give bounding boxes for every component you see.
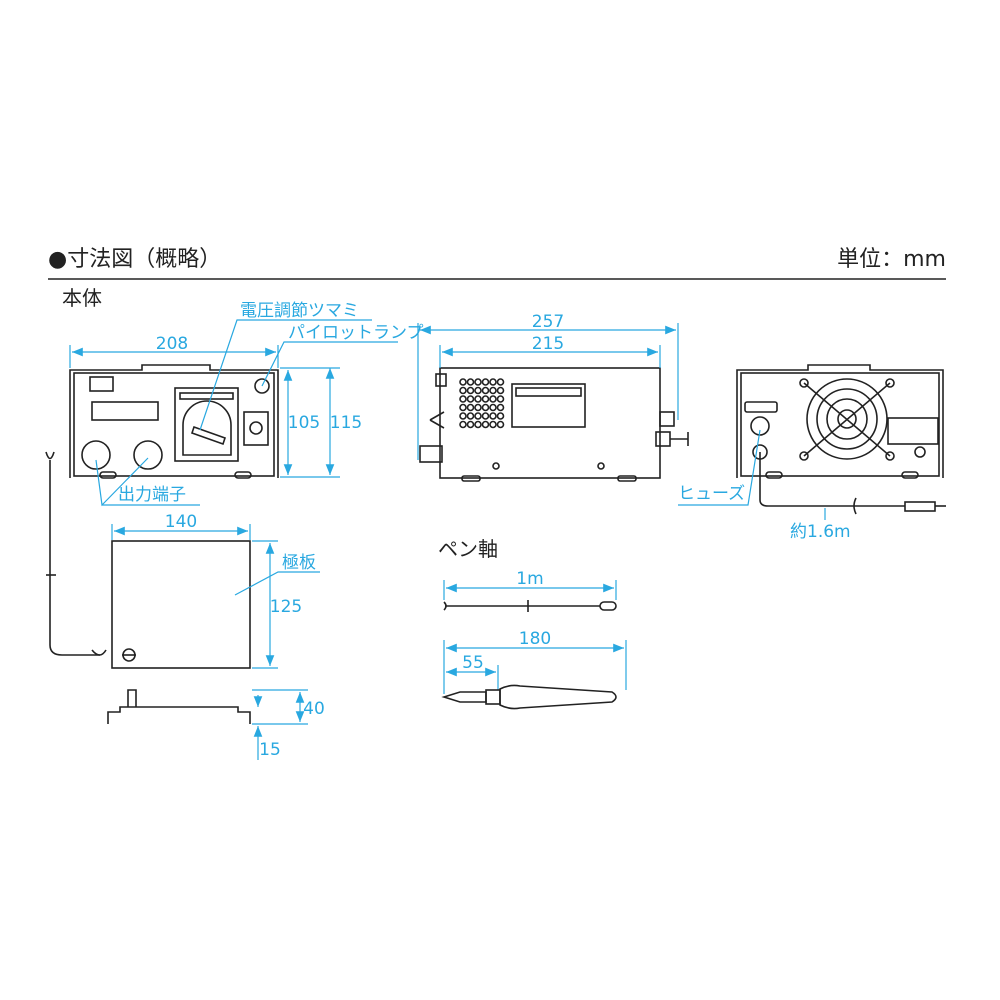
vent-hole	[466, 386, 475, 395]
vent-hole	[466, 420, 475, 429]
vent-hole	[496, 395, 505, 403]
dim-total-length: 257	[532, 312, 564, 332]
dim-pen-length: 180	[519, 629, 551, 649]
fan-icon	[799, 378, 895, 461]
fuse-label: ヒューズ	[678, 484, 745, 504]
dim-body-length: 215	[532, 334, 564, 354]
rear-view	[736, 364, 946, 515]
dim-plate-height: 40	[303, 699, 325, 719]
soldering-pen-icon	[441, 684, 617, 710]
pen-cable	[443, 600, 617, 612]
knob-label: 電圧調節ツマミ	[240, 301, 359, 321]
vent-hole	[496, 403, 505, 412]
plate-label: 極板	[282, 553, 316, 573]
lamp-label: パイロットランプ	[288, 323, 424, 343]
vent-hole	[459, 420, 467, 429]
vent-hole	[481, 420, 490, 429]
vent-hole	[459, 386, 467, 395]
dim-plate-foot: 15	[259, 740, 281, 760]
front-view	[45, 364, 279, 656]
voltage-knob-icon	[190, 425, 227, 446]
dim-pen-tip: 55	[462, 653, 484, 673]
unit-label: 単位：mm	[837, 247, 946, 272]
side-view	[419, 367, 689, 482]
vent-hole	[496, 386, 505, 395]
vent-hole	[459, 403, 467, 412]
vent-hole	[474, 412, 482, 420]
vent-hole	[481, 395, 490, 403]
vent-hole	[489, 386, 497, 395]
vent-hole	[466, 395, 475, 403]
fuse-icon	[750, 416, 770, 436]
vent-hole	[489, 403, 497, 412]
page-title: ●寸法図（概略）	[48, 247, 221, 272]
vent-hole	[466, 403, 475, 412]
vent-hole	[474, 403, 482, 412]
dim-body-height: 105	[288, 413, 320, 433]
vent-hole	[474, 395, 482, 403]
vent-hole	[474, 378, 482, 386]
vent-hole	[489, 412, 497, 420]
output-terminal-icon	[133, 440, 163, 470]
vent-hole	[496, 420, 505, 429]
vent-hole	[481, 378, 490, 386]
dim-plate-depth: 125	[270, 597, 302, 617]
vent-hole	[459, 378, 467, 386]
vent-hole	[489, 420, 497, 429]
dim-pen-cable: 1m	[516, 569, 543, 589]
vent-hole	[496, 378, 505, 386]
dim-total-height: 115	[330, 413, 362, 433]
vent-hole	[489, 395, 497, 403]
vent-hole	[481, 386, 490, 395]
vent-hole	[466, 412, 475, 420]
vent-hole	[481, 403, 490, 412]
vent-hole	[459, 412, 467, 420]
vent-hole	[481, 412, 490, 420]
electrode-plate	[107, 540, 251, 724]
dim-front-width: 208	[156, 334, 188, 354]
vent-hole	[459, 395, 467, 403]
pen-label: ペン軸	[438, 537, 498, 561]
vent-hole	[474, 386, 482, 395]
cord-length-label: 約1.6m	[790, 522, 851, 542]
dim-plate-width: 140	[165, 512, 197, 532]
main-unit-label: 本体	[62, 286, 102, 310]
output-terminal-icon	[81, 440, 111, 470]
vent-hole	[489, 378, 497, 386]
vent-hole	[474, 420, 482, 429]
terminal-label: 出力端子	[118, 485, 186, 505]
vent-hole	[466, 378, 475, 386]
pilot-lamp-icon	[254, 378, 270, 394]
vent-hole	[496, 412, 505, 420]
